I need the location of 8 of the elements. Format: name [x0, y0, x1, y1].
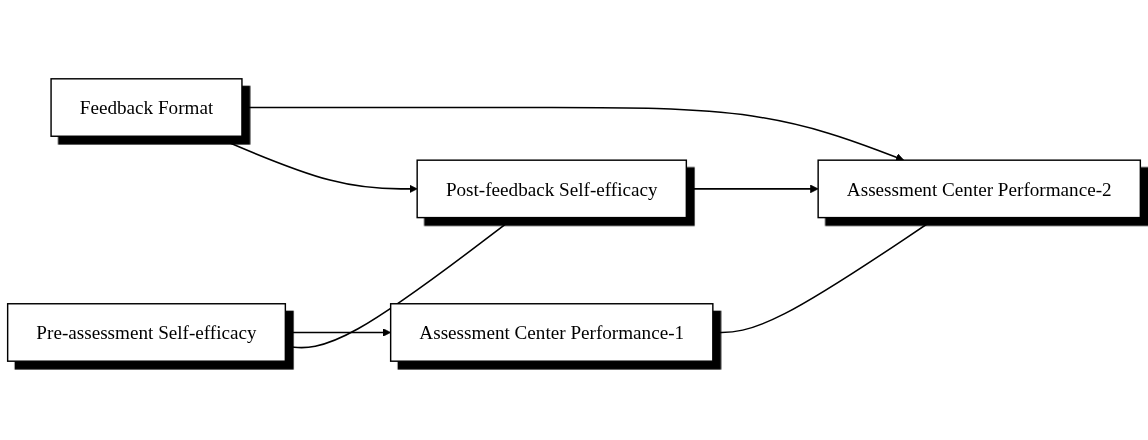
arrow	[241, 106, 905, 162]
arrow	[712, 217, 937, 334]
node-box: Assessment Center Performance-1	[389, 303, 714, 362]
node-box: Post-feedback Self-efficacy	[416, 159, 688, 219]
node-box: Pre-assessment Self-efficacy	[6, 303, 287, 362]
arrow	[213, 135, 418, 194]
node-box: Feedback Format	[50, 78, 243, 137]
node-box: Assessment Center Performance-2	[817, 159, 1142, 219]
